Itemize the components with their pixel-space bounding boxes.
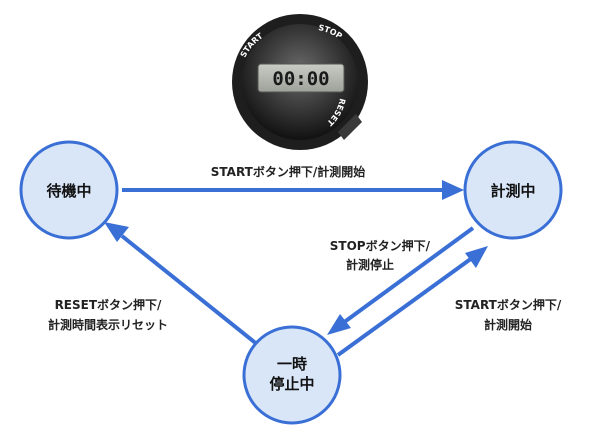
arrow-reset-head	[104, 222, 129, 242]
state-paused: 一時 停止中	[242, 325, 342, 425]
transition-arrows	[104, 180, 488, 357]
state-measuring: 計測中	[463, 140, 563, 240]
transition-reset-label-line2: 計測時間表示リセット	[48, 317, 168, 332]
transition-stop-label-line2: 計測停止	[346, 257, 394, 272]
arrow-restart-head	[465, 246, 488, 268]
state-paused-label-line2: 停止中	[269, 375, 314, 393]
stopwatch-display	[257, 63, 345, 93]
state-paused-circle	[242, 325, 342, 425]
arrow-restart-line	[336, 256, 474, 357]
state-measuring-label: 計測中	[490, 182, 535, 200]
state-waiting: 待機中	[19, 140, 119, 240]
reset-button-nub	[338, 114, 362, 140]
state-waiting-circle	[19, 140, 119, 240]
transition-start-label: STARTボタン押下/計測開始	[211, 164, 365, 179]
transition-reset-label-line1: RESETボタン押下/	[55, 297, 162, 312]
stopwatch-icon: 00:00 START STOP RESET	[232, 14, 368, 150]
transition-stop-label-line1: STOPボタン押下/	[330, 238, 431, 253]
state-waiting-label: 待機中	[46, 182, 91, 200]
state-measuring-circle	[463, 140, 563, 240]
arrow-start-head	[442, 180, 464, 200]
stopwatch-display-text: 00:00	[272, 68, 329, 90]
state-paused-label-line1: 一時	[277, 355, 307, 373]
transition-restart-label-line1: STARTボタン押下/	[455, 297, 562, 312]
arrow-stop-line	[341, 226, 475, 325]
arrow-stop-head	[327, 314, 351, 335]
arrow-reset-line	[120, 234, 260, 347]
transition-restart-label-line2: 計測開始	[484, 317, 532, 332]
